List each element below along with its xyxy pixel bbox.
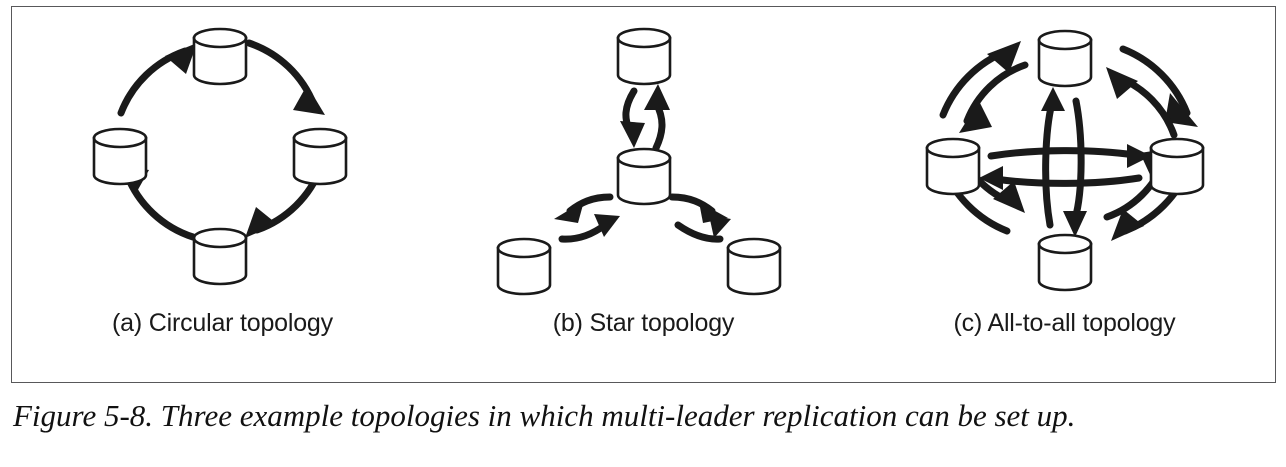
edge-hub-bottom-left [553,193,620,243]
node-bottom [1037,233,1092,292]
node-right [1149,137,1204,196]
edge-top-to-right [245,39,325,115]
node-top [1037,29,1092,88]
node-bottom [192,227,247,286]
edge-right-to-left [978,166,1142,190]
edge-hub-bottom-right [668,193,731,243]
node-top [616,27,671,86]
all-to-all-topology-diagram [854,7,1275,307]
node-left [925,137,980,196]
edge-left-to-right [987,144,1151,168]
star-topology-diagram [433,7,854,307]
panel-label-all-to-all: (c) All-to-all topology [953,309,1176,337]
panel-all-to-all-topology: (c) All-to-all topology [854,7,1275,382]
panel-star-topology: (b) Star topology [433,7,854,382]
panel-circular-topology: (a) Circular topology [12,7,433,382]
edge-top-to-bottom [1062,97,1087,237]
node-bottom-right [726,237,781,296]
panel-label-circular: (a) Circular topology [112,309,333,337]
node-bottom-left [496,237,551,296]
edge-bottom-to-top [1040,87,1065,229]
edge-left-top [939,41,1028,133]
edge-left-to-top [117,43,197,117]
node-center-hub [616,147,671,206]
figure-image-box: (a) Circular topology [11,6,1276,383]
edge-top-right [1105,45,1198,139]
node-right [292,127,347,186]
topology-panels: (a) Circular topology [12,7,1275,382]
edge-hub-top [619,84,670,152]
node-top [192,27,247,86]
circular-topology-diagram [12,7,433,307]
panel-label-star: (b) Star topology [552,309,735,337]
figure-caption: Figure 5-8. Three example topologies in … [13,398,1076,433]
node-left [92,127,147,186]
